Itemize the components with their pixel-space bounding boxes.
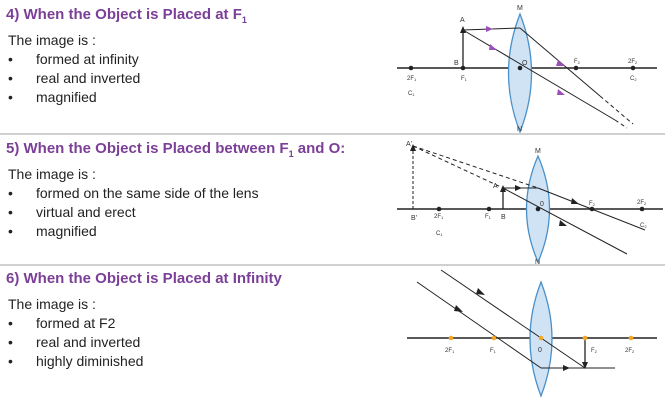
label-c2: C2 [640, 223, 647, 229]
section-object-at-infinity: 6) When the Object is Placed at Infinity… [0, 264, 665, 403]
label-n: N [535, 259, 540, 264]
list-item: real and inverted [8, 69, 140, 88]
label-m: M [535, 148, 541, 155]
point-f1 [491, 335, 497, 341]
ray-arrowhead [515, 185, 522, 191]
label-f1: F1 [485, 214, 492, 220]
section-title: 6) When the Object is Placed at Infinity [6, 270, 282, 287]
ray-arrowhead [571, 198, 579, 204]
label-m: M [517, 5, 523, 12]
point-2f1 [408, 65, 414, 71]
virtual-ray-2 [412, 145, 504, 189]
point-2f2 [628, 335, 634, 341]
image-arrowhead [410, 144, 416, 151]
incident-ray-2 [440, 269, 542, 339]
point-f2 [582, 335, 588, 341]
label-c2: C2 [630, 76, 637, 82]
list-item: formed on the same side of the lens [8, 184, 259, 203]
label-2f1: 2F1 [434, 214, 444, 220]
ray-through-center [502, 187, 628, 255]
refracted-ray-2 [540, 337, 586, 369]
label-b: B [501, 214, 506, 221]
point-2f2 [639, 206, 645, 212]
ray-refracted-1-ext [599, 95, 634, 125]
ray-arrowhead [556, 60, 565, 66]
label-b: B [454, 60, 459, 67]
section-object-at-f1: 4) When the Object is Placed at F1 The i… [0, 0, 665, 134]
ray-through-center [462, 29, 616, 121]
label-2f2: 2F2 [637, 200, 647, 206]
point-f1 [460, 65, 466, 71]
label-a-prime: A' [406, 141, 412, 148]
ray-arrowhead [559, 220, 567, 226]
ray-arrowhead [486, 26, 493, 32]
bullet-list: formed on the same side of the lens virt… [8, 184, 259, 241]
point-2f1 [436, 206, 442, 212]
list-item: real and inverted [8, 333, 143, 352]
virtual-ray-1 [412, 145, 539, 189]
point-o [538, 335, 544, 341]
label-f1: F1 [490, 348, 497, 354]
image-arrowhead [582, 362, 588, 369]
point-2f1 [448, 335, 454, 341]
label-a: A [493, 183, 498, 190]
label-f1: F1 [461, 76, 468, 82]
list-item: highly diminished [8, 352, 143, 371]
label-f2: F2 [591, 348, 598, 354]
label-f2: F2 [574, 59, 581, 65]
label-2f1: 2F1 [407, 76, 417, 82]
label-c1: C1 [436, 231, 443, 237]
ray-arrowhead [489, 44, 497, 50]
section-intro: The image is : [8, 296, 96, 312]
bullet-list: formed at infinity real and inverted mag… [8, 50, 140, 107]
ray-diagram: A' B' A B M 0 N 2F1 F1 F2 2F2 C1 C2 [397, 141, 663, 264]
ray-diagram: 2F1 F1 0 F2 2F2 [407, 269, 657, 398]
section-object-between-f1-and-o: 5) When the Object is Placed between F1 … [0, 134, 665, 264]
point-o [517, 65, 523, 71]
section-intro: The image is : [8, 32, 96, 48]
section-divider [0, 133, 665, 135]
list-item: formed at F2 [8, 314, 143, 333]
point-f1 [486, 206, 492, 212]
incident-ray-1 [416, 281, 542, 369]
ray-arrowhead [454, 305, 463, 312]
label-c1: C1 [408, 91, 415, 97]
list-item: formed at infinity [8, 50, 140, 69]
list-item: virtual and erect [8, 203, 259, 222]
bullet-list: formed at F2 real and inverted highly di… [8, 314, 143, 371]
point-2f2 [630, 65, 636, 71]
point-f2 [589, 206, 595, 212]
ray-through-center-ext [614, 119, 628, 129]
label-2f1: 2F1 [445, 348, 455, 354]
section-divider [0, 264, 665, 266]
list-item: magnified [8, 222, 259, 241]
section-intro: The image is : [8, 166, 96, 182]
section-title: 4) When the Object is Placed at F1 [6, 6, 247, 25]
ray-arrowhead [563, 365, 570, 371]
list-item: magnified [8, 88, 140, 107]
label-o: 0 [540, 201, 544, 208]
ray-arrowhead [557, 89, 565, 95]
label-o: O [522, 60, 528, 67]
label-o: 0 [538, 347, 542, 354]
convex-lens [507, 12, 533, 134]
section-title: 5) When the Object is Placed between F1 … [6, 140, 346, 159]
label-b-prime: B' [411, 215, 417, 222]
label-2f2: 2F2 [628, 59, 638, 65]
point-o [535, 206, 541, 212]
label-f2: F2 [589, 201, 596, 207]
ray-diagram: A M B O N 2F1 F1 F2 2F2 C1 C2 [397, 5, 657, 134]
label-2f2: 2F2 [625, 348, 635, 354]
ray-arrowhead [476, 288, 485, 295]
point-f2 [573, 65, 579, 71]
label-n: N [517, 126, 522, 133]
label-a: A [460, 17, 465, 24]
